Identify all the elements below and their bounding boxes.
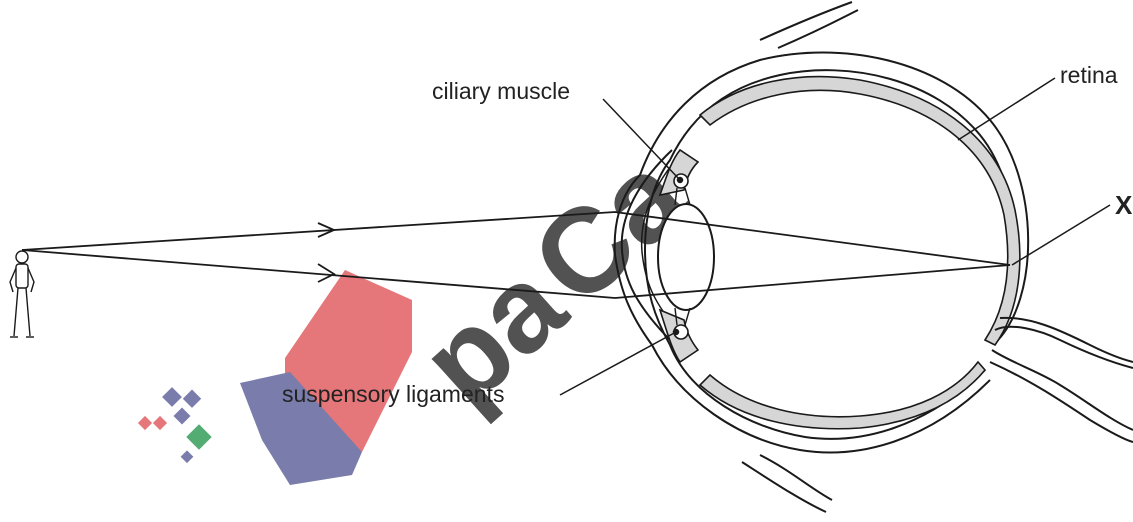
retina-layer — [700, 77, 1020, 345]
ray-lower-arrow — [318, 264, 334, 282]
label-suspensory-ligaments: suspensory ligaments — [282, 381, 504, 407]
label-ciliary-muscle: ciliary muscle — [432, 78, 570, 104]
leader-retina — [958, 78, 1055, 140]
lower-eyelid-skin — [760, 455, 832, 500]
watermark: pa Ca — [138, 127, 712, 485]
label-x: X — [1115, 190, 1133, 220]
optic-nerve-sheath-lower — [990, 362, 1133, 442]
label-retina: retina — [1060, 62, 1118, 88]
optic-nerve-sheath-upper — [1000, 318, 1133, 362]
watermark-logo-blocks — [138, 270, 412, 485]
person-figure — [10, 251, 34, 337]
